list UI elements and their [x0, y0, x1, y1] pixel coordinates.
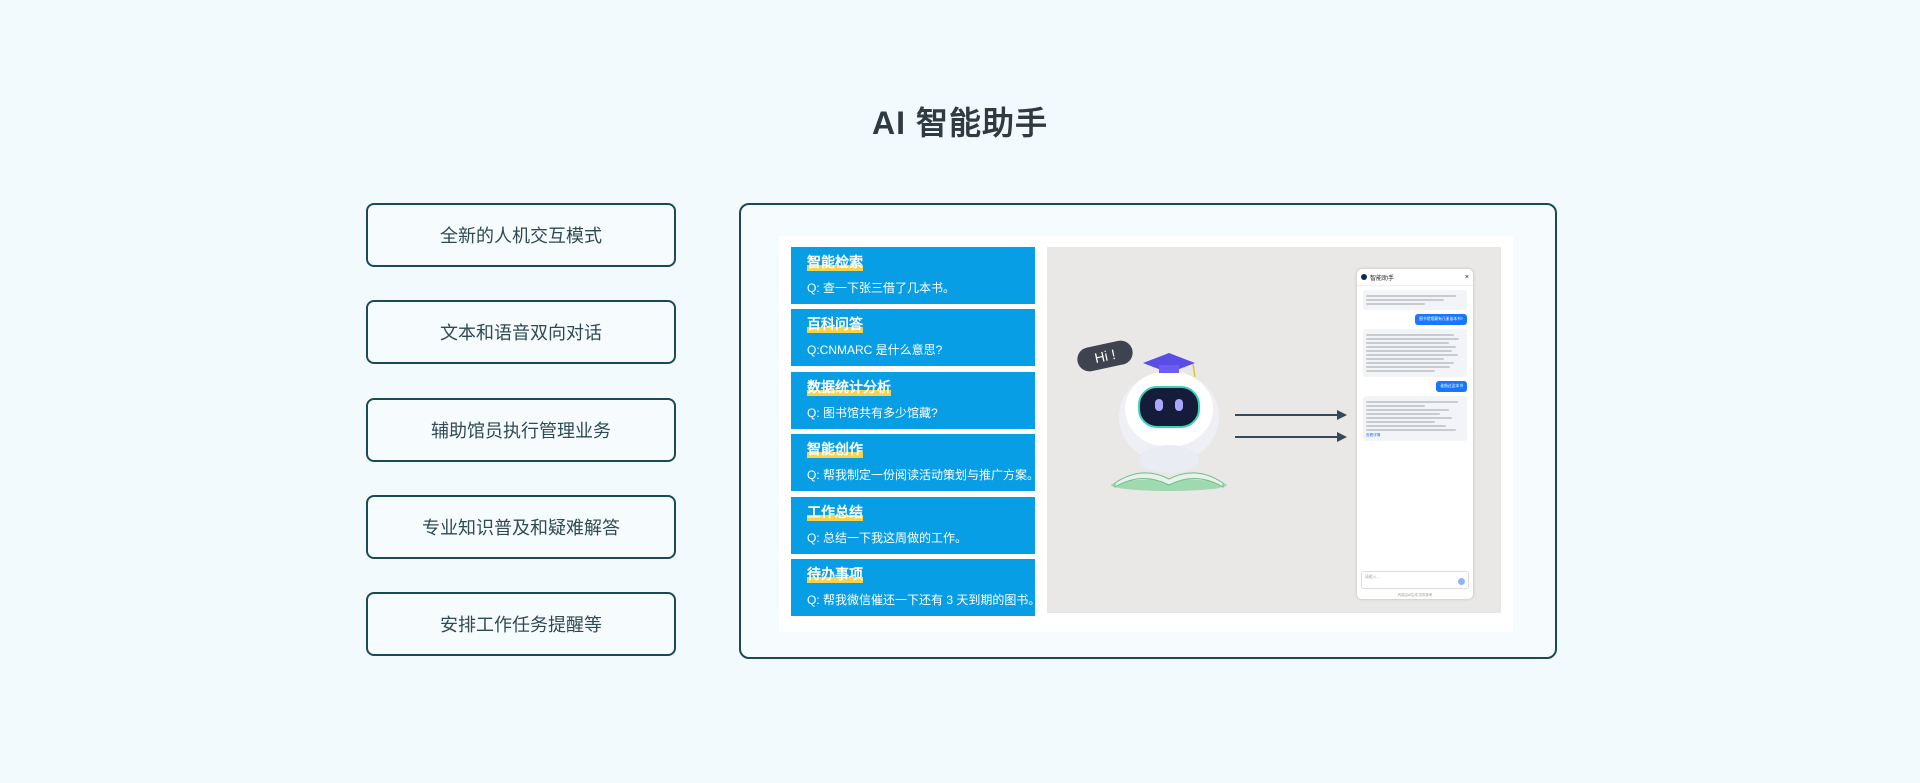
- demo-panel: 智能检索 Q: 查一下张三借了几本书。 百科问答 Q:CNMARC 是什么意思?…: [779, 236, 1513, 632]
- example-card[interactable]: 百科问答 Q:CNMARC 是什么意思?: [791, 309, 1035, 366]
- feature-item: 全新的人机交互模式: [366, 203, 676, 267]
- feature-item: 辅助馆员执行管理业务: [366, 398, 676, 462]
- user-message: 图书馆馆藏有几册该本书?: [1415, 314, 1467, 325]
- chat-input-placeholder: 请输入...: [1365, 575, 1380, 579]
- example-title: 工作总结: [807, 504, 863, 520]
- send-icon[interactable]: [1458, 578, 1465, 585]
- chat-window: 智能助手 × 图书馆馆藏有几册该本书? 谁借过这本书 查看详情 请输入.: [1357, 269, 1473, 599]
- user-message: 谁借过这本书: [1436, 381, 1467, 392]
- chat-header: 智能助手 ×: [1357, 269, 1473, 286]
- example-card[interactable]: 工作总结 Q: 总结一下我这周做的工作。: [791, 497, 1035, 554]
- example-card[interactable]: 智能创作 Q: 帮我制定一份阅读活动策划与推广方案。: [791, 434, 1040, 491]
- example-card[interactable]: 数据统计分析 Q: 图书馆共有多少馆藏?: [791, 372, 1035, 429]
- example-title: 智能创作: [807, 441, 863, 457]
- demo-stage: Hi ! 智能助手 ×: [1047, 247, 1501, 613]
- chat-footer: 内容由AI生成,仅供参考: [1397, 593, 1433, 597]
- feature-item: 文本和语音双向对话: [366, 300, 676, 364]
- chat-input[interactable]: 请输入...: [1361, 571, 1469, 589]
- example-card[interactable]: 待办事项 Q: 帮我微信催还一下还有 3 天到期的图书。: [791, 559, 1041, 616]
- example-question: Q:CNMARC 是什么意思?: [807, 343, 943, 357]
- example-question: Q: 总结一下我这周做的工作。: [807, 531, 968, 545]
- close-icon[interactable]: ×: [1464, 273, 1469, 281]
- example-question: Q: 图书馆共有多少馆藏?: [807, 406, 938, 420]
- robot-illustration: [1111, 353, 1227, 491]
- feature-item: 专业知识普及和疑难解答: [366, 495, 676, 559]
- page-title: AI 智能助手: [872, 105, 1048, 141]
- chat-title: 智能助手: [1370, 275, 1395, 282]
- example-title: 数据统计分析: [807, 379, 891, 395]
- assistant-message: [1363, 329, 1467, 377]
- feature-item: 安排工作任务提醒等: [366, 592, 676, 656]
- example-card[interactable]: 智能检索 Q: 查一下张三借了几本书。: [791, 247, 1035, 304]
- example-question: Q: 帮我微信催还一下还有 3 天到期的图书。: [807, 593, 1041, 607]
- assistant-message: 查看详情: [1363, 396, 1467, 441]
- example-question: Q: 帮我制定一份阅读活动策划与推广方案。: [807, 468, 1040, 482]
- assistant-logo-icon: [1361, 274, 1367, 280]
- assistant-message: [1363, 290, 1467, 310]
- example-title: 智能检索: [807, 254, 863, 270]
- flow-arrows: [1235, 410, 1347, 442]
- detail-link[interactable]: 查看详情: [1366, 433, 1381, 437]
- example-title: 待办事项: [807, 566, 863, 582]
- example-question: Q: 查一下张三借了几本书。: [807, 281, 956, 295]
- example-title: 百科问答: [807, 316, 863, 332]
